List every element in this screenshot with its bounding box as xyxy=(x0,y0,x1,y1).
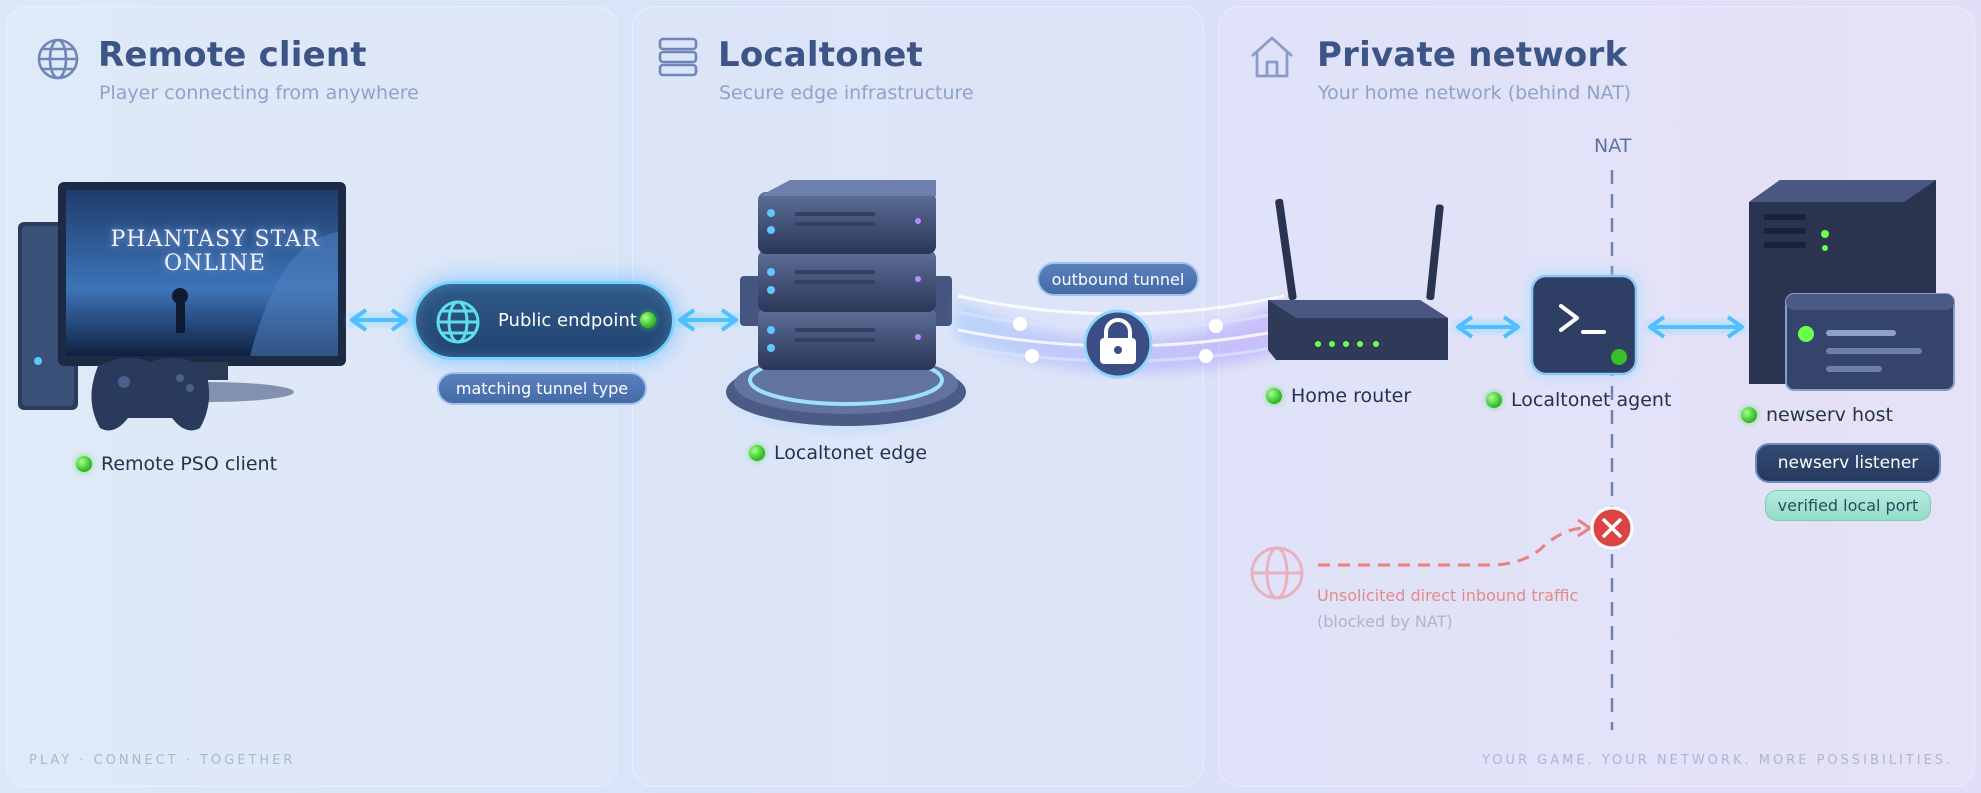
status-dot xyxy=(640,312,656,328)
arrow-endpoint-edge xyxy=(676,308,740,332)
matching-tunnel-badge: matching tunnel type xyxy=(437,372,647,405)
outbound-tunnel-badge: outbound tunnel xyxy=(1037,262,1199,296)
agent-label: Localtonet agent xyxy=(1486,389,1671,411)
arrow-agent-host xyxy=(1646,315,1746,339)
status-dot xyxy=(76,456,92,472)
home-router xyxy=(1268,198,1448,360)
status-dot xyxy=(1741,407,1757,423)
remote-client-title: Remote client xyxy=(98,35,367,75)
game-title-line1: PHANTASY STAR xyxy=(110,227,320,252)
arrow-client-endpoint xyxy=(348,308,410,332)
edge-label: Localtonet edge xyxy=(749,442,927,464)
localtonet-subtitle: Secure edge infrastructure xyxy=(719,82,974,104)
globe-icon xyxy=(37,38,79,80)
newserv-host-text: newserv host xyxy=(1766,404,1893,426)
globe-icon xyxy=(436,300,480,344)
remote-client-subtitle: Player connecting from anywhere xyxy=(99,82,419,104)
status-dot xyxy=(749,445,765,461)
newserv-host-label: newserv host xyxy=(1741,404,1893,426)
newserv-host-server xyxy=(1749,180,1955,391)
blocked-traffic-note: (blocked by NAT) xyxy=(1317,612,1453,631)
home-router-label: Home router xyxy=(1266,385,1411,407)
localtonet-edge-server xyxy=(716,180,976,440)
footer-tagline-left: PLAY · CONNECT · TOGETHER xyxy=(29,753,296,768)
blocked-x-icon xyxy=(1590,506,1634,550)
blocked-arrow-head xyxy=(1577,518,1593,538)
public-endpoint-node: Public endpoint xyxy=(413,281,675,360)
blocked-traffic-label: Unsolicited direct inbound traffic xyxy=(1317,586,1579,605)
edge-text: Localtonet edge xyxy=(774,442,928,464)
home-router-text: Home router xyxy=(1291,385,1412,407)
pso-console-illustration xyxy=(18,182,346,431)
remote-client-label: Remote PSO client xyxy=(76,453,277,475)
footer-tagline-right: YOUR GAME. YOUR NETWORK. MORE POSSIBILIT… xyxy=(1482,753,1954,768)
house-icon xyxy=(1251,36,1293,78)
status-dot xyxy=(1486,392,1502,408)
agent-text: Localtonet agent xyxy=(1511,389,1672,411)
blocked-traffic-arrow xyxy=(1318,526,1586,567)
blocked-globe-icon xyxy=(1250,546,1304,600)
lock-icon xyxy=(1083,309,1153,379)
private-network-subtitle: Your home network (behind NAT) xyxy=(1318,82,1632,104)
game-title: PHANTASY STAR ONLINE xyxy=(100,228,330,276)
terminal-icon xyxy=(1528,272,1640,378)
localtonet-title: Localtonet xyxy=(718,35,923,75)
nat-label: NAT xyxy=(1594,135,1632,157)
newserv-listener-badge: newserv listener xyxy=(1755,443,1941,483)
public-endpoint-label: Public endpoint xyxy=(498,310,637,331)
remote-client-text: Remote PSO client xyxy=(101,453,278,475)
private-network-panel xyxy=(1218,6,1975,787)
private-network-title: Private network xyxy=(1317,35,1628,75)
arrow-router-agent xyxy=(1454,315,1522,339)
verified-port-badge: verified local port xyxy=(1765,490,1931,521)
server-stack-icon xyxy=(658,37,698,77)
game-title-line2: ONLINE xyxy=(164,251,266,276)
status-dot xyxy=(1266,388,1282,404)
